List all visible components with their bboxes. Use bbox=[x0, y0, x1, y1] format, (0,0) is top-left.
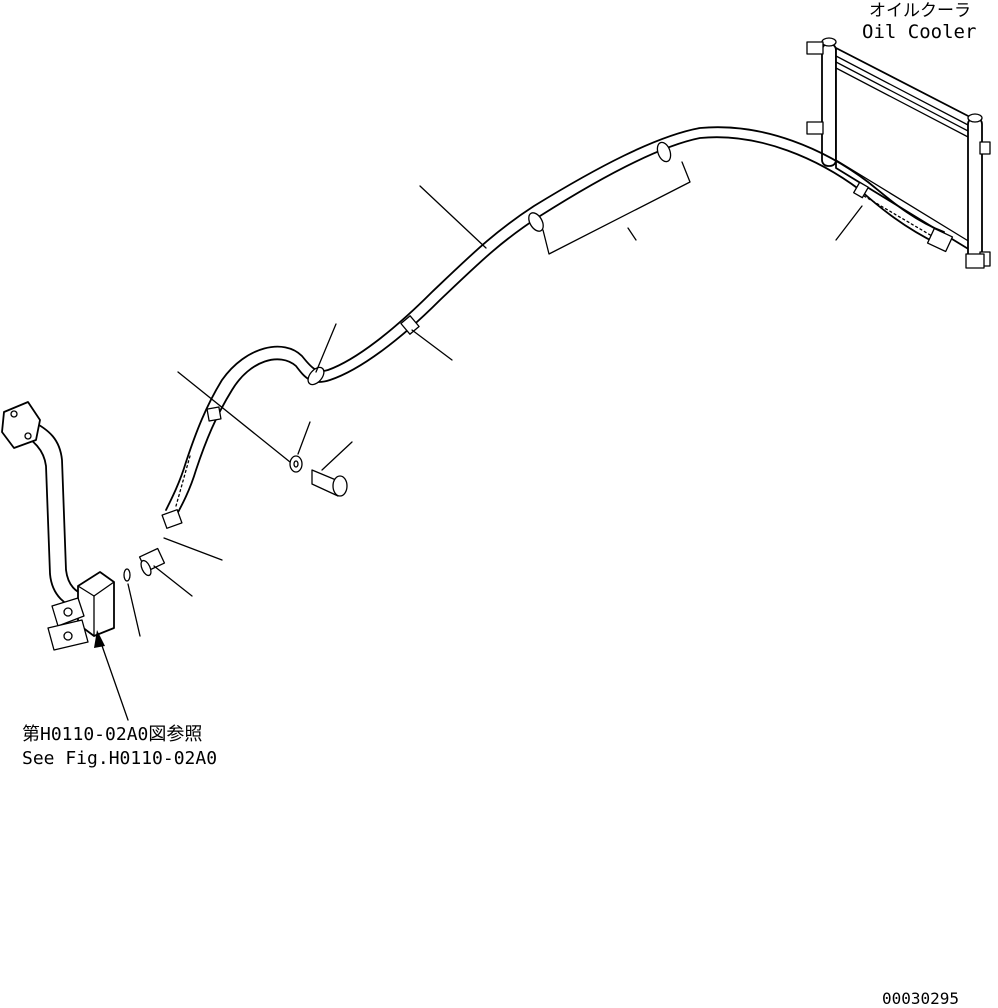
washer-and-bolt bbox=[289, 455, 348, 497]
leader-lines bbox=[94, 185, 863, 721]
oil-cooler-label-jp: オイルクーラ bbox=[869, 1, 971, 21]
drawing-number: 00030295 bbox=[882, 989, 959, 1008]
pipe-assembly bbox=[1, 401, 115, 651]
fitting-and-oring bbox=[123, 547, 166, 582]
oil-cooler bbox=[806, 37, 991, 269]
oil-cooler-label-en: Oil Cooler bbox=[862, 21, 976, 43]
hose-clamps bbox=[206, 181, 869, 422]
reference-label-jp: 第H0110-02A0図参照 bbox=[22, 724, 202, 745]
reference-label-en: See Fig.H0110-02A0 bbox=[22, 748, 217, 769]
sleeve-bracket bbox=[542, 161, 691, 255]
oil-hose bbox=[161, 126, 954, 529]
